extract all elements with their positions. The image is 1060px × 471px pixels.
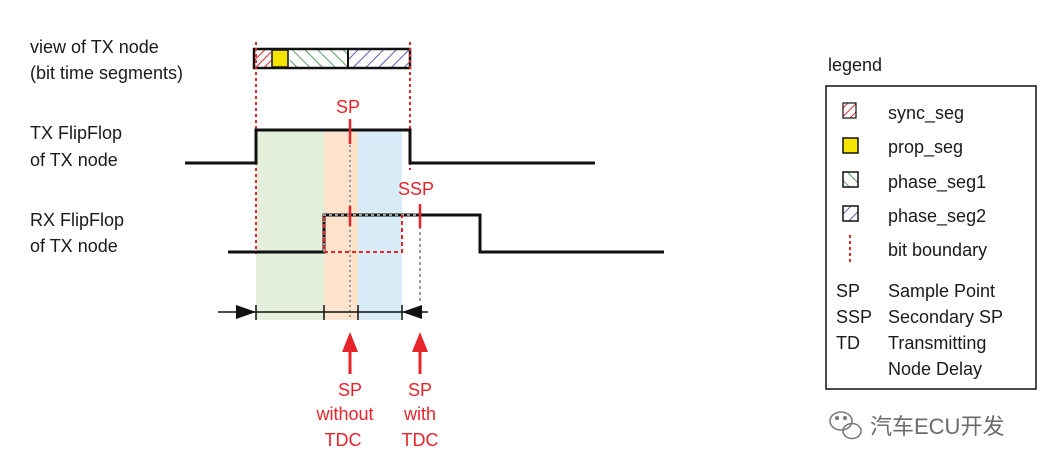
legend-abbr-desc: Sample Point [888,281,995,301]
legend-abbr-desc: Node Delay [888,359,982,379]
legend-item-phase-seg2: phase_seg2 [842,205,986,227]
ssp-label: SSP [398,179,434,199]
phase-seg1-swatch-icon [842,171,859,188]
rx-label-line1: RX FlipFlop [30,210,124,230]
legend-abbr: SSP [836,307,872,327]
legend-item-sync-seg: sync_seg [842,102,964,124]
view-label-line2: (bit time segments) [30,63,183,83]
sp-top-label: SP [336,97,360,117]
tx-label-line2: of TX node [30,150,118,170]
view-label-line1: view of TX node [30,37,159,57]
legend-item-label: phase_seg2 [888,206,986,227]
legend-item-label: phase_seg1 [888,172,986,193]
arrow2-label-line1: SP [408,380,432,400]
rx-red-dashed-box [323,215,403,253]
bit-segment-bar [252,47,412,70]
legend-item-phase-seg1: phase_seg1 [842,171,986,193]
legend-item-label: prop_seg [888,137,963,158]
arrow2-label-line3: TDC [402,430,439,450]
prop-seg-swatch-icon [842,137,859,154]
arrow-sp-with-tdc [412,332,428,374]
phase-seg1-region-sync [256,130,324,320]
legend-abbr-desc: Secondary SP [888,307,1003,327]
legend-item-label: sync_seg [888,103,964,124]
arrow1-label-line2: without [315,404,373,424]
legend-abbr-desc: Transmitting [888,333,986,353]
legend-box [825,85,1037,390]
time-axis [218,305,428,320]
arrow1-label-line1: SP [338,380,362,400]
tx-label-line1: TX FlipFlop [30,123,122,143]
legend-abbr: SP [836,281,860,301]
arrow-sp-without-tdc [342,332,358,374]
phase-seg2-swatch-icon [842,205,859,222]
phase-seg2-region [358,130,402,320]
legend-item-label: bit boundary [888,240,987,260]
legend-item-prop-seg: prop_seg [842,137,963,158]
legend-title: legend [828,55,882,75]
rx-label-line2: of TX node [30,236,118,256]
arrow1-label-line3: TDC [325,430,362,450]
watermark: 汽车ECU开发 [829,411,1004,440]
legend-abbr: TD [836,333,860,353]
legend-item-bit-boundary: bit boundary [849,235,987,265]
tx-flipflop-signal [185,128,595,165]
wechat-icon [829,411,862,440]
arrow2-label-line2: with [403,404,436,424]
sync-seg-swatch-icon [842,102,857,119]
prop-seg-region [324,130,358,320]
watermark-text: 汽车ECU开发 [870,414,1004,439]
